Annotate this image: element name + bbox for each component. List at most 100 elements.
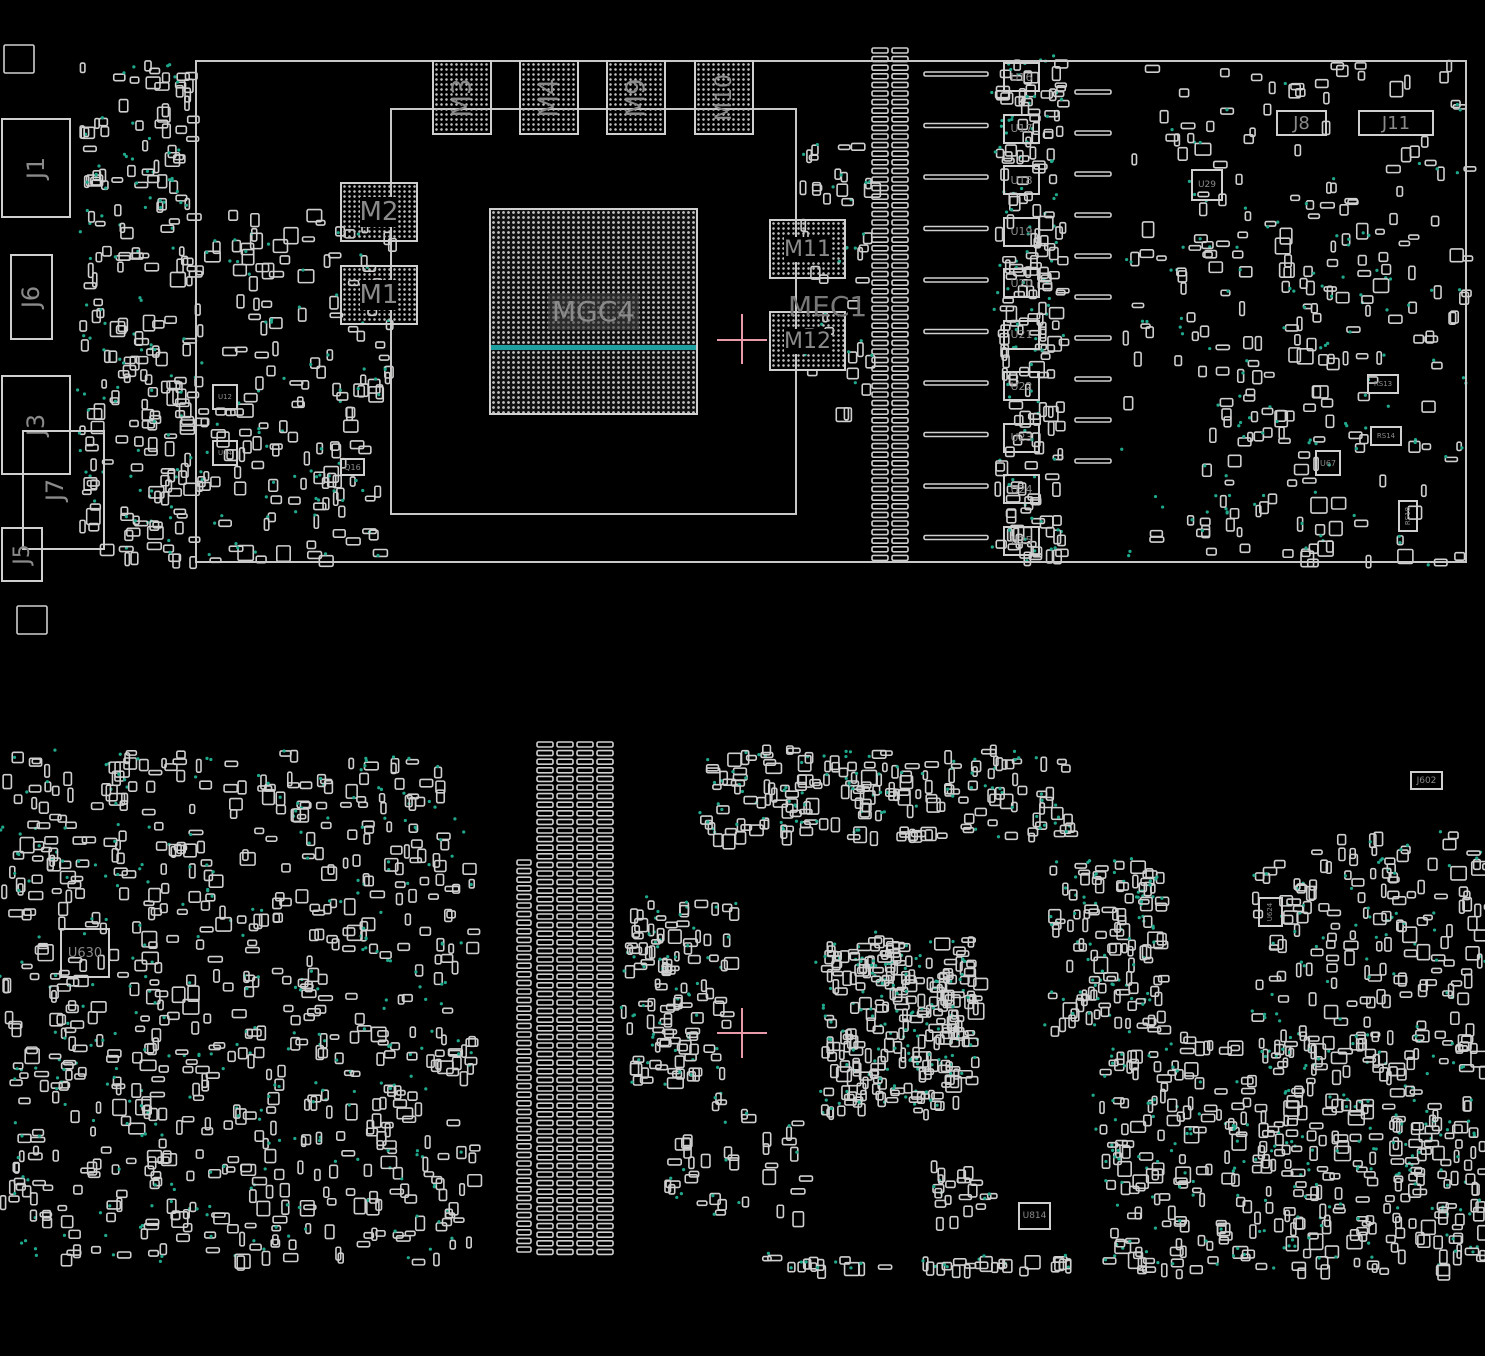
- regulator-u21[interactable]: U21: [1003, 319, 1040, 350]
- pad: [161, 72, 171, 84]
- ic-u814[interactable]: U814: [1018, 1202, 1051, 1230]
- pad: [917, 993, 926, 1009]
- regulator-u20[interactable]: U20: [1003, 268, 1040, 298]
- connector-j6[interactable]: J6: [10, 254, 53, 340]
- via: [326, 353, 330, 357]
- memory-m4[interactable]: M4: [519, 60, 579, 135]
- pad: [108, 948, 120, 962]
- connector-j11[interactable]: J11: [1358, 110, 1434, 136]
- pad: [222, 982, 234, 992]
- pad: [1446, 923, 1453, 938]
- gpu-mgc4[interactable]: MGC4: [489, 208, 698, 415]
- pad: [1448, 311, 1457, 325]
- connector-j8[interactable]: J8: [1276, 110, 1327, 136]
- via: [873, 930, 878, 934]
- via: [1063, 1253, 1067, 1257]
- via: [1303, 1194, 1307, 1199]
- pad: [1286, 479, 1298, 487]
- regulator-u24[interactable]: U24: [1003, 474, 1040, 504]
- via: [961, 957, 965, 961]
- pad: [283, 226, 299, 245]
- pad: [684, 1174, 699, 1184]
- via: [456, 1039, 460, 1043]
- via: [1342, 1093, 1346, 1097]
- pad: [392, 1166, 404, 1180]
- connector-j1[interactable]: J1: [1, 118, 71, 218]
- pad: [1393, 975, 1408, 985]
- memory-m9[interactable]: M9: [606, 60, 666, 135]
- pad: [556, 852, 574, 860]
- pad: [464, 1056, 478, 1066]
- connector-j5[interactable]: J5: [1, 527, 43, 582]
- pad: [19, 1072, 29, 1079]
- pad: [576, 741, 594, 748]
- via: [1398, 541, 1402, 545]
- via: [1007, 483, 1011, 487]
- highlighted-net[interactable]: [491, 345, 696, 350]
- pad: [1232, 1245, 1249, 1259]
- pad: [923, 483, 989, 489]
- pad: [1308, 1233, 1324, 1251]
- regulator-u23[interactable]: U23: [1003, 422, 1040, 453]
- ic-u29[interactable]: U29: [1191, 169, 1223, 201]
- regulator-u18[interactable]: U18: [1003, 165, 1040, 195]
- memory-m1[interactable]: M1: [340, 265, 418, 325]
- pad: [1023, 191, 1033, 202]
- regulator-u17[interactable]: U17: [1003, 113, 1040, 144]
- ic-u14[interactable]: U14: [212, 440, 238, 466]
- regulator-u22[interactable]: U22: [1003, 371, 1040, 401]
- pad: [1113, 989, 1121, 1004]
- pad: [1394, 1177, 1402, 1192]
- pad: [1197, 191, 1210, 198]
- ic-u630[interactable]: U630: [60, 928, 110, 978]
- pad: [536, 1050, 554, 1058]
- pad: [1230, 1044, 1241, 1052]
- via: [128, 1099, 132, 1103]
- pad: [1302, 477, 1317, 484]
- pad: [18, 1097, 31, 1105]
- pad: [244, 946, 260, 954]
- via: [402, 791, 406, 795]
- pad: [79, 519, 86, 534]
- transistor-q16[interactable]: Q16: [340, 458, 365, 476]
- via: [265, 444, 269, 448]
- via: [1306, 1161, 1310, 1166]
- resistor-rs14[interactable]: RS14: [1370, 426, 1402, 446]
- regulator-u19[interactable]: U19: [1003, 216, 1040, 247]
- pad: [1200, 1113, 1216, 1123]
- regulator-u25[interactable]: U25: [1003, 525, 1040, 556]
- pad: [65, 889, 73, 904]
- ic-u67[interactable]: U67: [1315, 450, 1341, 476]
- memory-m10[interactable]: M10: [694, 60, 754, 135]
- pad: [105, 784, 118, 802]
- connector-j602[interactable]: J602: [1410, 771, 1443, 790]
- via: [420, 1046, 424, 1050]
- pad: [556, 1102, 574, 1109]
- memory-m11[interactable]: M11: [769, 219, 846, 279]
- via: [829, 1020, 833, 1024]
- via: [845, 1063, 849, 1067]
- pad: [80, 339, 89, 352]
- pad: [156, 106, 171, 123]
- via: [1233, 1166, 1237, 1170]
- via: [393, 1229, 397, 1233]
- pad: [1040, 756, 1048, 772]
- ic-u12[interactable]: U12: [212, 384, 238, 410]
- via: [1334, 1255, 1338, 1259]
- pad: [891, 537, 909, 545]
- via: [1094, 872, 1098, 876]
- pad: [970, 1056, 980, 1069]
- regulator-u16[interactable]: U16: [1003, 62, 1040, 92]
- via: [879, 790, 883, 794]
- pad: [169, 271, 187, 288]
- resistor-rs18[interactable]: RS18: [1398, 500, 1418, 532]
- resistor-rs13[interactable]: RS13: [1367, 374, 1399, 394]
- ic-u624[interactable]: U624: [1258, 897, 1283, 927]
- memory-m2[interactable]: M2: [340, 182, 418, 242]
- pad: [871, 485, 889, 493]
- via: [656, 909, 660, 914]
- pad: [1018, 317, 1029, 326]
- memory-m3[interactable]: M3: [432, 60, 492, 135]
- pad: [342, 419, 359, 433]
- via: [1451, 1237, 1455, 1241]
